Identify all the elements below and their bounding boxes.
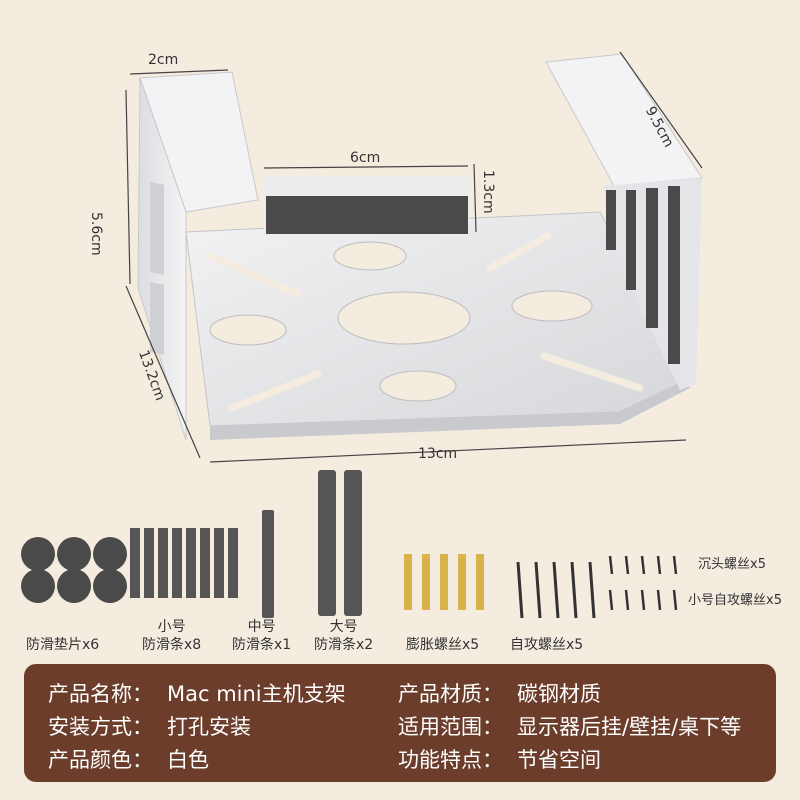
countersunk-screws-icon [608,555,678,575]
dim-center-width: 6cm [350,150,381,166]
spec-install: 安装方式： 打孔安装 [48,711,251,741]
dim-left-height: 5.6cm [88,212,104,256]
spec-color-value: 白色 [167,748,209,772]
left-side-wall [137,71,259,441]
spec-install-label: 安装方式： [48,715,153,739]
accessories-illustration [21,470,678,619]
spec-color-label: 产品颜色： [48,748,153,772]
spec-panel [24,664,776,782]
spec-color: 产品颜色： 白色 [48,744,209,774]
caption-medium-strip: 中号 防滑条x1 [232,619,292,653]
spec-feature-label: 功能特点： [398,748,503,772]
spec-scope-label: 适用范围： [398,715,503,739]
spec-material: 产品材质： 碳钢材质 [398,678,601,708]
dim-top-width: 2cm [148,52,179,68]
dimension-lines [125,51,703,463]
anchors-icon [404,554,484,610]
spec-feature-value: 节省空间 [517,748,601,772]
spec-name: 产品名称： Mac mini主机支架 [48,678,346,708]
caption-small-screws: 小号自攻螺丝x5 [688,593,782,608]
dim-bottom-width: 13cm [418,446,458,462]
small-screws-icon [608,589,678,611]
spec-install-value: 打孔安装 [167,715,251,739]
tapping-screws-icon [516,561,596,619]
spec-material-label: 产品材质： [398,682,503,706]
spec-material-value: 碳钢材质 [517,682,601,706]
spec-scope: 适用范围： 显示器后挂/壁挂/桌下等 [398,711,741,741]
caption-anchors: 膨胀螺丝x5 [406,637,480,653]
center-rubber-strip [264,176,470,234]
medium-strip-icon [262,510,274,618]
spec-name-label: 产品名称： [48,682,153,706]
caption-countersunk-screws: 沉头螺丝x5 [698,557,766,572]
spec-feature: 功能特点： 节省空间 [398,744,601,774]
bracket-illustration [125,51,703,463]
pads-icon [21,537,127,603]
large-strips-icon [318,470,362,616]
caption-small-strips: 小号 防滑条x8 [142,619,202,653]
caption-pads: 防滑垫片x6 [26,637,100,653]
caption-tapping-screws: 自攻螺丝x5 [510,637,584,653]
spec-scope-value: 显示器后挂/壁挂/桌下等 [517,715,742,739]
caption-large-strips: 大号 防滑条x2 [314,619,374,653]
spec-name-value: Mac mini主机支架 [167,682,346,706]
dim-center-height: 1.3cm [480,170,496,214]
base-plate [185,211,691,440]
right-side-wall [545,53,703,390]
small-strips-icon [130,528,238,598]
